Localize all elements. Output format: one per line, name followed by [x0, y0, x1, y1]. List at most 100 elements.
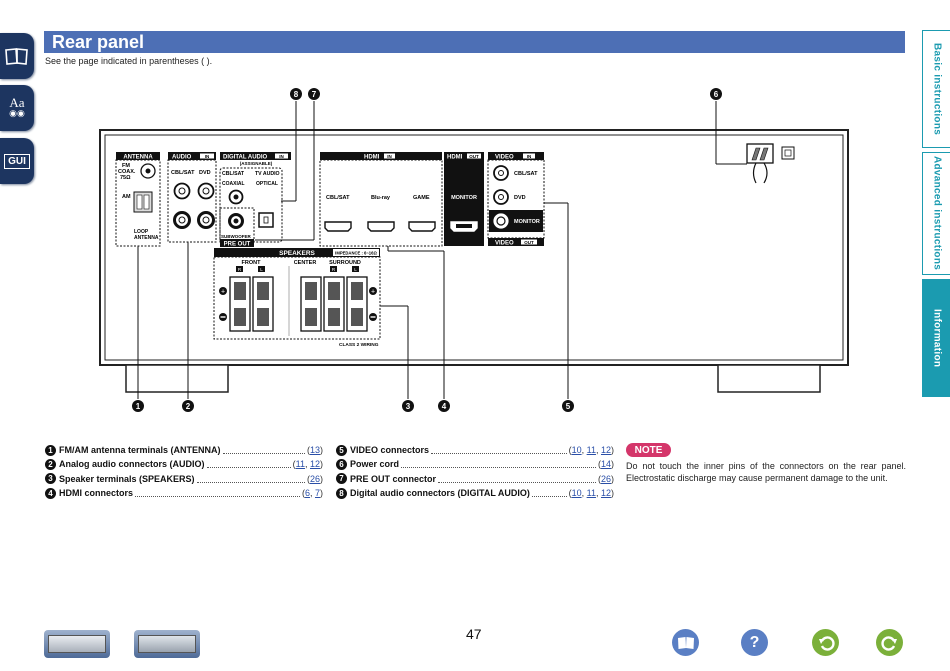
svg-text:CBL/SAT: CBL/SAT [222, 171, 245, 177]
svg-text:PRE OUT: PRE OUT [224, 242, 251, 248]
callout-8: 8 [290, 88, 302, 100]
callout-6: 6 [710, 88, 722, 100]
ref-link[interactable]: 26 [309, 473, 320, 484]
speaker-terminals [229, 276, 368, 332]
title-bar: Rear panel [44, 31, 905, 53]
page-number: 47 [466, 626, 482, 642]
tab-information[interactable]: Information [922, 279, 950, 397]
svg-text:L: L [260, 267, 263, 272]
svg-text:R: R [238, 267, 242, 272]
svg-text:3: 3 [406, 402, 411, 411]
svg-text:8: 8 [294, 90, 299, 99]
manual-tab[interactable] [0, 33, 34, 79]
svg-text:MONITOR: MONITOR [451, 195, 477, 201]
svg-text:DVD: DVD [514, 195, 526, 201]
svg-text:COAX.: COAX. [118, 169, 136, 175]
svg-text:5: 5 [566, 402, 571, 411]
tab-advanced-instructions[interactable]: Advanced instructions [922, 152, 950, 275]
tab-basic-instructions[interactable]: Basic instructions [922, 30, 950, 148]
forward-icon [880, 635, 897, 651]
gui-tab[interactable]: GUI [0, 138, 34, 184]
ref-link[interactable]: 12 [309, 459, 320, 470]
subtitle: See the page indicated in parentheses ( … [45, 56, 213, 66]
svg-text:FRONT: FRONT [242, 260, 262, 266]
ref-link[interactable]: 26 [600, 473, 611, 484]
foot-right [717, 364, 821, 393]
forward-button[interactable] [876, 629, 903, 656]
ref-link[interactable]: 10 [571, 488, 582, 499]
help-icon: ? [749, 633, 760, 651]
foot-left [125, 364, 229, 393]
back-icon [818, 635, 835, 651]
svg-text:1: 1 [136, 402, 141, 411]
svg-text:L: L [354, 267, 357, 272]
fonts-tab[interactable]: Aa ◉◉ [0, 85, 34, 131]
svg-text:ANTENNA: ANTENNA [123, 155, 153, 161]
ref-link[interactable]: 12 [600, 488, 611, 499]
svg-text:+: + [371, 289, 375, 296]
svg-text:VIDEO: VIDEO [495, 241, 514, 247]
svg-text:OUT: OUT [524, 240, 534, 245]
ref-link[interactable]: 14 [600, 459, 611, 470]
help-button[interactable]: ? [741, 629, 768, 656]
svg-text:LOOP: LOOP [134, 229, 149, 235]
ref-link[interactable]: 11 [586, 445, 596, 456]
svg-text:OUT: OUT [469, 154, 479, 159]
svg-text:CLASS 2 WIRING: CLASS 2 WIRING [339, 342, 379, 348]
svg-text:Blu-ray: Blu-ray [371, 195, 391, 201]
ref-link[interactable]: 6 [304, 488, 310, 499]
svg-text:IMPEDANCE : 6~16Ω: IMPEDANCE : 6~16Ω [335, 251, 377, 256]
ref-link[interactable]: 11 [295, 459, 305, 470]
callout-3: 3 [402, 400, 414, 412]
svg-text:VIDEO: VIDEO [495, 155, 514, 161]
svg-text:IN: IN [279, 154, 284, 159]
rear-panel-diagram: ANTENNA FM COAX. 75Ω AM LOOP ANTENNA AUD… [99, 88, 849, 412]
svg-text:DVD: DVD [199, 170, 211, 176]
book-icon [5, 48, 28, 65]
page-title: Rear panel [52, 32, 145, 52]
ref-link[interactable]: 10 [571, 445, 582, 456]
gui-icon: GUI [4, 153, 30, 169]
svg-text:SPEAKERS: SPEAKERS [279, 250, 315, 257]
manual-button[interactable] [672, 629, 699, 656]
back-button[interactable] [812, 629, 839, 656]
svg-text:HDMI: HDMI [364, 155, 380, 161]
svg-text:(ASSIGNABLE): (ASSIGNABLE) [240, 161, 273, 166]
svg-text:GAME: GAME [413, 195, 430, 201]
svg-text:HDMI: HDMI [447, 155, 463, 161]
svg-text:CBL/SAT: CBL/SAT [171, 170, 195, 176]
svg-text:CENTER: CENTER [294, 260, 317, 266]
front-panel-thumbnail[interactable] [44, 630, 110, 658]
svg-text:OPTICAL: OPTICAL [256, 181, 278, 187]
svg-text:SUBWOOFER: SUBWOOFER [221, 234, 251, 239]
svg-text:AM: AM [122, 194, 131, 200]
svg-text:R: R [332, 267, 336, 272]
ref-link[interactable]: 12 [600, 445, 611, 456]
svg-text:4: 4 [442, 402, 447, 411]
svg-text:CBL/SAT: CBL/SAT [326, 195, 350, 201]
svg-text:DIGITAL AUDIO: DIGITAL AUDIO [223, 155, 268, 161]
svg-text:COAXIAL: COAXIAL [222, 181, 245, 187]
ref-link[interactable]: 7 [314, 488, 320, 499]
hdmi-in-cblsat [324, 221, 352, 232]
hdmi-in-game [408, 221, 436, 232]
ref-link[interactable]: 11 [586, 488, 596, 499]
svg-text:ANTENNA: ANTENNA [134, 235, 159, 241]
am-terminal [133, 191, 153, 213]
callout-2: 2 [182, 400, 194, 412]
display-thumbnail[interactable] [134, 630, 200, 658]
callout-7: 7 [308, 88, 320, 100]
ref-link[interactable]: 13 [309, 445, 320, 456]
svg-text:IN: IN [205, 154, 210, 159]
callout-5: 5 [562, 400, 574, 412]
svg-text:TV AUDIO: TV AUDIO [255, 171, 280, 177]
